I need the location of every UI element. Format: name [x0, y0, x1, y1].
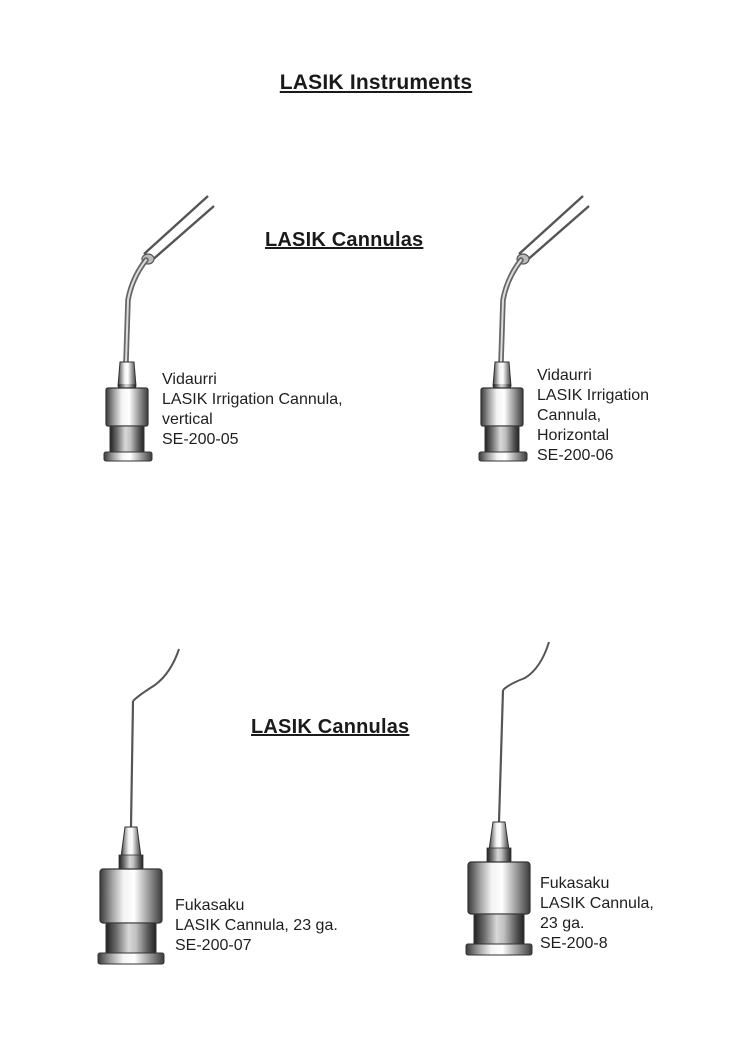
- caption-line: SE-200-8: [540, 935, 608, 952]
- caption-line: Fukasaku: [540, 875, 610, 892]
- fukasaku-cannula-image-se-200-8: [465, 641, 550, 956]
- caption-line: vertical: [162, 411, 213, 428]
- caption-line: Fukasaku: [175, 897, 245, 914]
- page-title: LASIK Instruments: [279, 71, 473, 94]
- caption-line: SE-200-05: [162, 431, 239, 448]
- fukasaku-cannula-image-se-200-07: [97, 648, 180, 965]
- caption-line: Cannula,: [537, 407, 602, 424]
- caption-line: LASIK Cannula,: [540, 895, 654, 912]
- caption-line: Vidaurri: [537, 367, 592, 384]
- item-caption-se-200-07: Fukasaku LASIK Cannula, 23 ga. SE-200-07: [175, 896, 338, 956]
- caption-line: SE-200-06: [537, 447, 614, 464]
- caption-line: LASIK Irrigation Cannula,: [162, 391, 343, 408]
- section-title-irrigation-cannulas: LASIK Cannulas: [265, 229, 424, 251]
- caption-line: Horizontal: [537, 427, 610, 444]
- item-caption-se-200-05: Vidaurri LASIK Irrigation Cannula, verti…: [162, 370, 343, 450]
- caption-line: SE-200-07: [175, 937, 252, 954]
- item-caption-se-200-8: Fukasaku LASIK Cannula, 23 ga. SE-200-8: [540, 874, 654, 954]
- irrigation-cannula-vertical-image: [103, 195, 215, 462]
- caption-line: LASIK Irrigation: [537, 387, 650, 404]
- item-caption-se-200-06: Vidaurri LASIK Irrigation Cannula, Horiz…: [537, 366, 649, 466]
- irrigation-cannula-horizontal-image: [478, 195, 590, 462]
- caption-line: LASIK Cannula, 23 ga.: [175, 917, 338, 934]
- caption-line: 23 ga.: [540, 915, 585, 932]
- section-title-fukasaku-cannulas: LASIK Cannulas: [251, 716, 410, 738]
- caption-line: Vidaurri: [162, 371, 217, 388]
